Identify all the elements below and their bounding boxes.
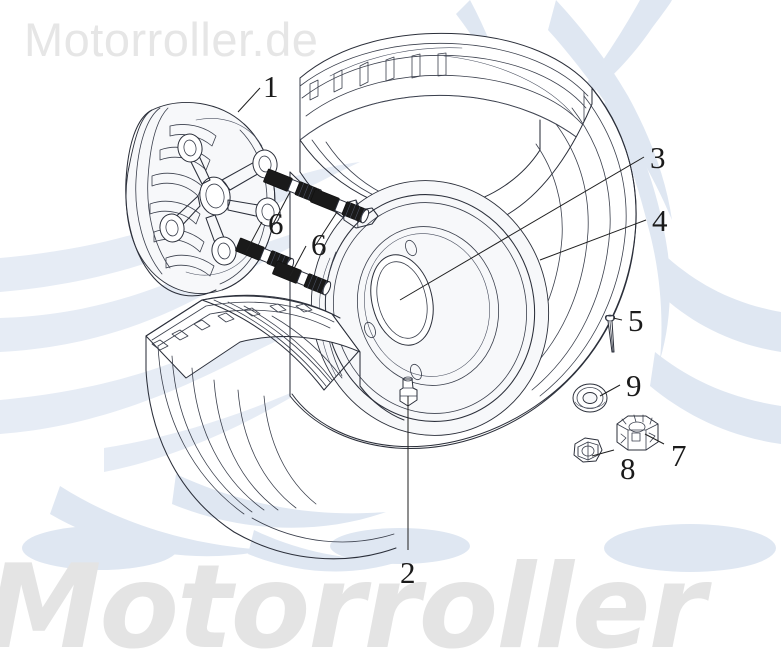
callout-4: 4 (652, 205, 668, 236)
tire-lower-section (145, 171, 405, 560)
cotter-pin (605, 314, 615, 353)
wheel-stud-bolt-4 (272, 260, 332, 296)
callout-label: 2 (400, 555, 416, 590)
callout-label: 8 (620, 451, 636, 486)
leader-1 (237, 87, 261, 113)
leader-3 (399, 156, 645, 301)
watermark-top-text: Motorroller.de (24, 13, 319, 66)
leader-6b2 (289, 245, 307, 277)
leader-8 (591, 449, 615, 457)
callout-label: 6 (268, 206, 284, 241)
leader-9 (599, 384, 621, 397)
callout-5: 5 (628, 305, 644, 336)
callout-2: 2 (400, 557, 416, 588)
leader-6a2 (245, 221, 263, 253)
callout-7: 7 (671, 440, 687, 471)
callout-1: 1 (263, 71, 279, 102)
leader-4 (539, 219, 647, 261)
leader-5 (612, 317, 623, 321)
castle-nut (616, 414, 659, 451)
leader-6a (271, 191, 291, 227)
callout-label: 9 (626, 368, 642, 403)
washer (572, 383, 608, 413)
callout-6b: 6 (311, 229, 327, 260)
callout-label: 7 (671, 438, 687, 473)
callout-label: 5 (628, 303, 644, 338)
callout-label: 3 (650, 140, 666, 175)
leader-6b (314, 211, 338, 247)
callout-label: 6 (311, 227, 327, 262)
wheel-stud-bolt-2 (310, 188, 370, 224)
callout-6a: 6 (268, 208, 284, 239)
callout-8: 8 (620, 453, 636, 484)
watermark-bottom-text: Motorroller (0, 540, 706, 666)
callout-label: 1 (263, 69, 279, 104)
callout-3: 3 (650, 142, 666, 173)
leader-7 (644, 433, 665, 445)
valve-stem (399, 376, 418, 407)
hex-nut (573, 437, 603, 463)
leader-lines (237, 87, 665, 550)
callout-label: 4 (652, 203, 668, 238)
brake-drum-hub (125, 102, 281, 297)
callout-9: 9 (626, 370, 642, 401)
